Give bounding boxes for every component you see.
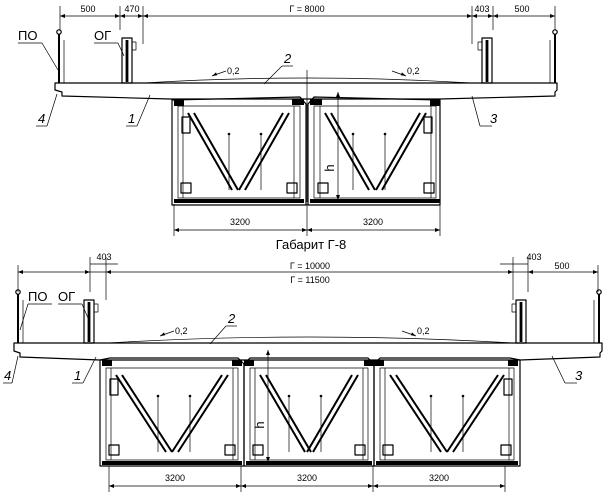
- bottom-label-og: ОГ: [58, 289, 75, 304]
- bottom-left-railing: [15, 289, 24, 343]
- top-left-barrier: [121, 37, 137, 84]
- svg-text:h: h: [252, 421, 267, 428]
- bottom-dim-right-sidewalk: 500: [554, 261, 569, 271]
- top-dimension-chain: 500 470 Г = 8000 403 500: [59, 4, 556, 44]
- top-girder-left: [171, 96, 307, 206]
- bottom-slope-left: 0,2: [159, 326, 188, 337]
- top-girder-right: [307, 96, 441, 206]
- bottom-slope-right: 0,2: [401, 326, 430, 337]
- bottom-bottom-dimension-chain: 3200 3200 3200: [108, 466, 506, 492]
- top-dim-left-sidewalk: 500: [80, 4, 95, 14]
- bottom-callout-4: 4: [4, 368, 11, 383]
- top-label-po: ПО: [18, 28, 37, 43]
- bottom-right-railing: [593, 289, 602, 343]
- svg-text:0,2: 0,2: [417, 326, 430, 336]
- bottom-dim-right-barrier: 403: [526, 252, 541, 262]
- bottom-bottom-dim-3: 3200: [429, 473, 449, 483]
- caption-gabarit: Габарит Г-8: [276, 237, 347, 252]
- bottom-deck-slab: [13, 336, 603, 361]
- top-slope-left: 0,2: [211, 66, 240, 77]
- bottom-bottom-dim-1: 3200: [165, 473, 185, 483]
- bottom-section: 403 Г = 10000 Г = 11500 403 500 ПО: [3, 252, 603, 492]
- top-left-railing: [56, 29, 65, 83]
- bottom-dimension-chain: 403 Г = 10000 Г = 11500 403 500: [17, 252, 599, 300]
- svg-text:0,2: 0,2: [175, 326, 188, 336]
- bottom-dim-carriageway-b: Г = 11500: [290, 275, 330, 285]
- bottom-callout-3: 3: [575, 368, 583, 383]
- svg-text:0,2: 0,2: [407, 66, 420, 76]
- bottom-label-po: ПО: [28, 289, 47, 304]
- top-label-og: ОГ: [94, 28, 111, 43]
- top-callout-3: 3: [490, 111, 498, 126]
- top-dim-right-barrier: 403: [474, 4, 489, 14]
- top-section: 500 470 Г = 8000 403 500: [18, 4, 558, 236]
- bottom-girder-3: [373, 357, 521, 467]
- top-dim-right-sidewalk: 500: [514, 4, 529, 14]
- svg-text:0,2: 0,2: [227, 66, 240, 76]
- bottom-callout-2: 2: [227, 311, 236, 326]
- top-height-dim: h: [322, 92, 340, 200]
- top-callout-1: 1: [128, 111, 135, 126]
- top-right-barrier: [477, 37, 493, 84]
- top-dim-left-barrier: 470: [124, 4, 139, 14]
- bottom-right-barrier: [511, 299, 527, 344]
- bottom-height-dim: h: [252, 350, 270, 462]
- top-dim-carriageway: Г = 8000: [289, 4, 324, 14]
- top-deck-slab: [54, 70, 558, 202]
- top-bottom-dimension-chain: 3200 3200: [173, 204, 441, 236]
- bottom-girder-2: [243, 357, 375, 467]
- bottom-girder-1: [99, 357, 245, 467]
- top-slope-right: 0,2: [391, 66, 420, 77]
- bottom-dim-carriageway-a: Г = 10000: [290, 261, 330, 271]
- top-callout-4: 4: [38, 111, 45, 126]
- top-callout-2: 2: [283, 51, 292, 66]
- svg-text:h: h: [322, 164, 337, 171]
- bottom-dim-left-barrier: 403: [96, 252, 111, 262]
- bottom-left-barrier: [83, 299, 99, 344]
- bottom-bottom-dim-2: 3200: [297, 473, 317, 483]
- top-bottom-dim-2: 3200: [363, 217, 383, 227]
- top-bottom-dim-1: 3200: [230, 217, 250, 227]
- top-right-railing: [549, 29, 558, 83]
- bottom-callout-1: 1: [74, 368, 81, 383]
